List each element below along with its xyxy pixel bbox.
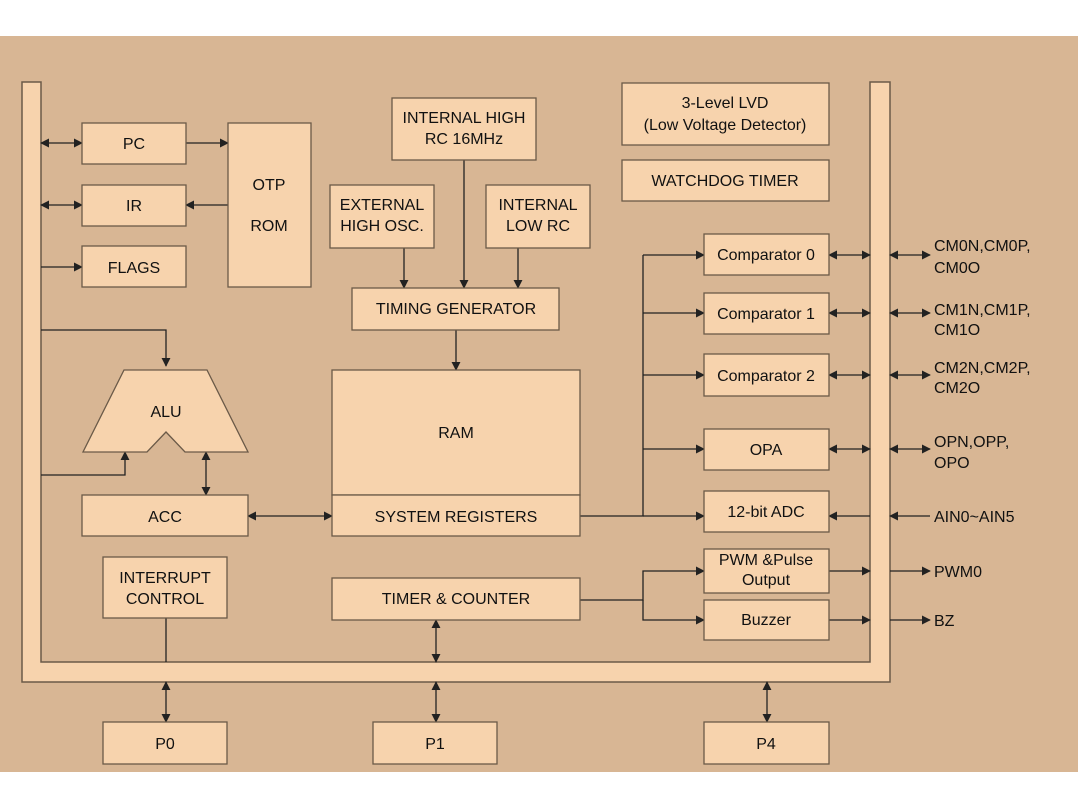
pin-labels: CM0N,CM0P, CM0O CM1N,CM1P, CM1O CM2N,CM2… [934,238,1031,630]
comparator2-label: Comparator 2 [717,368,815,385]
timer-counter-block [331,577,581,621]
internal-bus [21,81,891,683]
opa-block [703,428,830,471]
interrupt-control-label-2: CONTROL [126,591,204,608]
cm0-pin-label-1: CM0N,CM0P, [934,238,1031,255]
internal-low-rc-label-1: INTERNAL [498,197,577,214]
timing-generator-label: TIMING GENERATOR [376,301,536,318]
comparator0-label: Comparator 0 [717,247,815,264]
p0-block [102,721,228,765]
bottom-band [0,772,1078,809]
p1-block [372,721,498,765]
interrupt-control-label-1: INTERRUPT [119,570,211,587]
pc-label: PC [123,136,145,153]
pwm-pin-label: PWM0 [934,564,982,581]
opa-label: OPA [750,442,783,459]
alu-label: ALU [150,404,181,421]
ir-block [81,184,187,227]
p0-label: P0 [155,736,175,753]
opa-pin-label-2: OPO [934,455,970,472]
buzzer-pin-label: BZ [934,613,955,630]
comparator1-label: Comparator 1 [717,306,815,323]
block-labels: PC IR FLAGS OTP ROM INTERNAL HIGH RC 16M… [108,95,815,753]
connections [40,138,931,723]
timer-counter-label: TIMER & COUNTER [382,591,530,608]
p4-label: P4 [756,736,776,753]
ram-block [331,369,581,496]
otp-rom-block [227,122,312,288]
pwm-block [703,548,830,594]
p4-block [703,721,830,765]
adc-block [703,490,830,533]
top-band [0,0,1078,36]
blocks [81,82,830,765]
interrupt-control-block [102,556,228,619]
external-high-osc-label-1: EXTERNAL [340,197,425,214]
internal-low-rc-label-2: LOW RC [506,218,570,235]
flags-block [81,245,187,288]
external-high-osc-block [329,184,435,249]
comparator0-block [703,233,830,276]
flags-label: FLAGS [108,260,160,277]
cm1-pin-label-2: CM1O [934,322,980,339]
pwm-label-2: Output [742,572,791,589]
internal-high-rc-label-1: INTERNAL HIGH [403,110,526,127]
acc-label: ACC [148,509,182,526]
comparator2-block [703,353,830,397]
otp-label: OTP [253,177,286,194]
watchdog-block [621,159,830,202]
opa-pin-label-1: OPN,OPP, [934,434,1009,451]
lvd-block [621,82,830,146]
internal-high-rc-label-2: RC 16MHz [425,131,503,148]
system-registers-label: SYSTEM REGISTERS [375,509,538,526]
alu-block [81,369,250,453]
p1-label: P1 [425,736,445,753]
external-high-osc-label-2: HIGH OSC. [340,218,424,235]
buzzer-label: Buzzer [741,612,791,629]
buzzer-block [703,599,830,641]
adc-pin-label: AIN0~AIN5 [934,509,1015,526]
cm2-pin-label-2: CM2O [934,380,980,397]
acc-block [81,494,249,537]
internal-high-rc-block [391,97,537,161]
pc-block [81,122,187,165]
lvd-label-1: 3-Level LVD [682,95,769,112]
ir-label: IR [126,198,142,215]
rom-label: ROM [250,218,287,235]
timing-generator-block [351,287,560,331]
internal-low-rc-block [485,184,591,249]
pwm-label-1: PWM &Pulse [719,552,813,569]
watchdog-label: WATCHDOG TIMER [651,173,798,190]
cm2-pin-label-1: CM2N,CM2P, [934,360,1031,377]
system-registers-block [331,494,581,537]
lvd-label-2: (Low Voltage Detector) [644,117,807,134]
cm1-pin-label-1: CM1N,CM1P, [934,302,1031,319]
adc-label: 12-bit ADC [727,504,804,521]
cm0-pin-label-2: CM0O [934,260,980,277]
comparator1-block [703,292,830,335]
ram-label: RAM [438,425,474,442]
